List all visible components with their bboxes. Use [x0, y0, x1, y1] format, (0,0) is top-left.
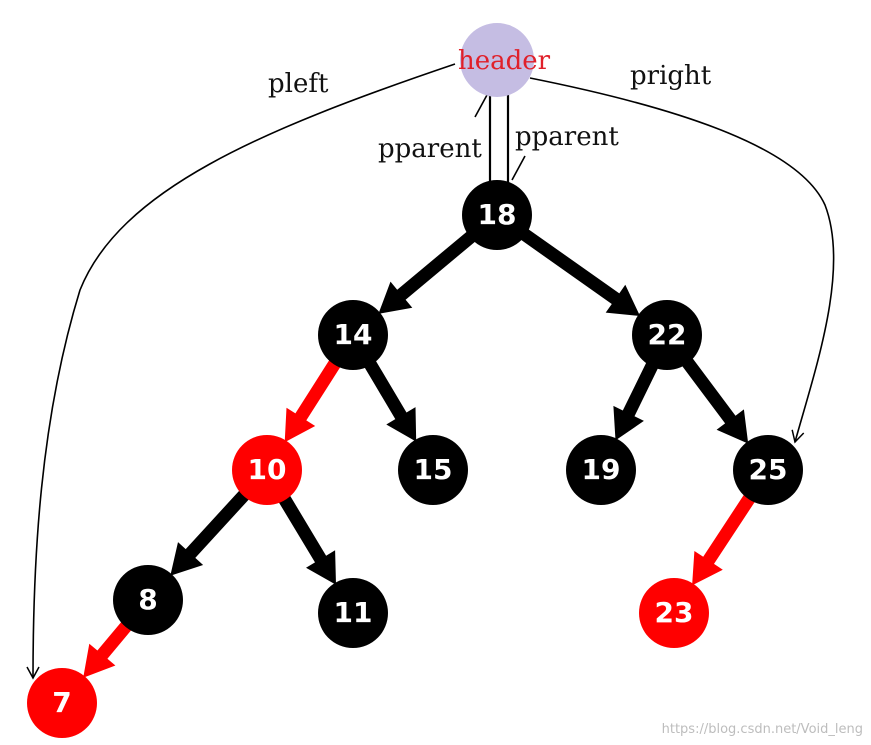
tree-node-19: 19 [566, 435, 636, 505]
tree-node-18: 18 [462, 180, 532, 250]
edge-14-10 [284, 359, 341, 443]
pparent-tick-left [474, 94, 488, 118]
node-circle-10 [232, 435, 302, 505]
pparent-tick-right [511, 155, 526, 181]
tree-node-10: 10 [232, 435, 302, 505]
tree-node-8: 8 [113, 565, 183, 635]
node-circle-18 [462, 180, 532, 250]
node-circle-22 [632, 300, 702, 370]
edge-18-22 [520, 228, 640, 316]
node-value-10: 10 [248, 453, 287, 486]
edge-22-19 [613, 361, 659, 441]
tree-nodes: 18 14 22 10 15 19 25 8 11 23 7 [27, 180, 803, 738]
node-value-22: 22 [648, 318, 687, 351]
tree-node-15: 15 [398, 435, 468, 505]
node-circle-23 [639, 578, 709, 648]
pleft-pointer [26, 63, 456, 680]
edge-10-8 [170, 490, 250, 576]
node-value-14: 14 [334, 318, 373, 351]
node-circle-19 [566, 435, 636, 505]
edge-10-11 [278, 494, 336, 585]
node-value-18: 18 [478, 198, 517, 231]
tree-node-11: 11 [318, 578, 388, 648]
node-value-19: 19 [582, 453, 621, 486]
pparent-label-left: pparent [378, 134, 482, 164]
edge-18-14 [378, 231, 476, 314]
pleft-label: pleft [268, 69, 329, 99]
node-circle-11 [318, 578, 388, 648]
tree-node-22: 22 [632, 300, 702, 370]
edge-14-15 [364, 360, 417, 442]
edge-22-25 [681, 357, 749, 444]
node-circle-25 [733, 435, 803, 505]
header-node [460, 23, 534, 97]
tree-node-14: 14 [318, 300, 388, 370]
tree-node-23: 23 [639, 578, 709, 648]
node-value-23: 23 [655, 596, 694, 629]
edge-25-23 [692, 494, 756, 586]
tree-edges [83, 228, 756, 678]
pright-label: pright [630, 61, 712, 91]
node-value-11: 11 [334, 596, 373, 629]
watermark: https://blog.csdn.net/Void_leng [662, 722, 863, 737]
node-circle-8 [113, 565, 183, 635]
node-circle-7 [27, 668, 97, 738]
node-value-7: 7 [52, 686, 71, 719]
node-value-15: 15 [414, 453, 453, 486]
node-circle-14 [318, 300, 388, 370]
pright-pointer [529, 77, 835, 444]
tree-node-7: 7 [27, 668, 97, 738]
header-label: header [458, 46, 551, 76]
edge-8-7 [83, 621, 132, 678]
node-circle-15 [398, 435, 468, 505]
node-value-8: 8 [138, 583, 157, 616]
tree-node-25: 25 [733, 435, 803, 505]
node-value-25: 25 [749, 453, 788, 486]
pparent-label-right: pparent [515, 122, 619, 152]
